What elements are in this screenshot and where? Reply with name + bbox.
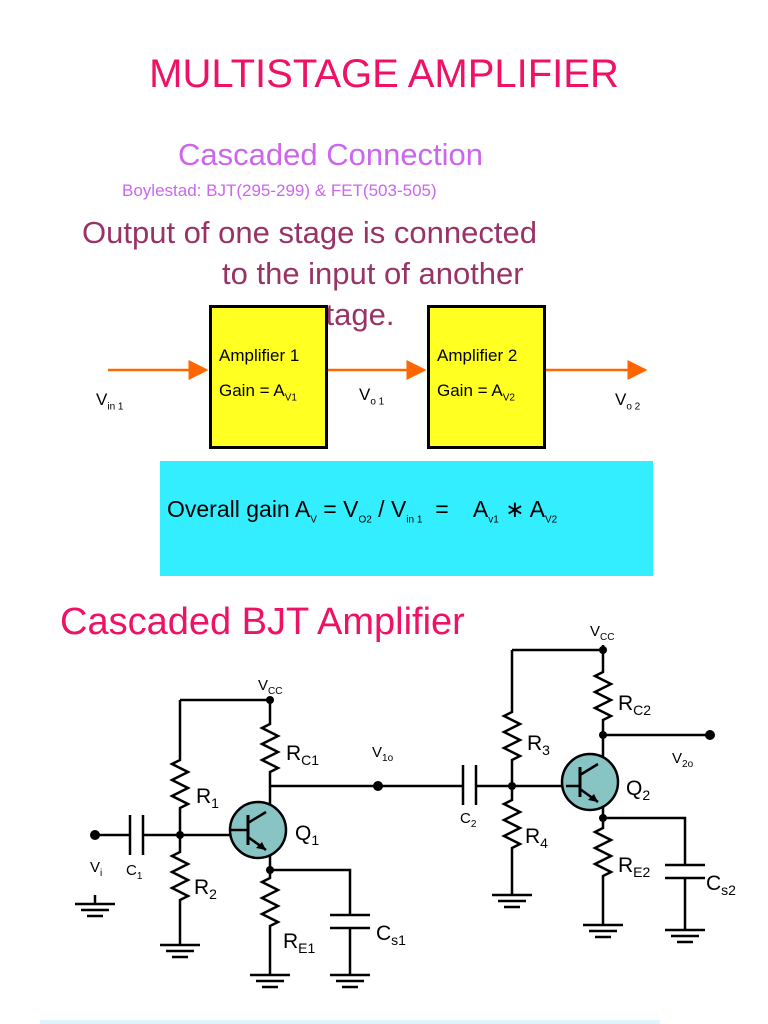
amplifier-2-block: Amplifier 2 Gain = AV2 <box>427 305 546 449</box>
q2-label: Q2 <box>626 777 650 803</box>
rc2-resistor <box>592 665 614 735</box>
junction-dot <box>508 782 516 790</box>
overall-gain-box: Overall gain AV = VO2 / Vin 1 = Av1 ∗ AV… <box>160 461 653 576</box>
r2-label: R2 <box>194 876 217 902</box>
junction-dot <box>176 831 184 839</box>
junction-dot <box>599 731 607 739</box>
amplifier-1-block: Amplifier 1 Gain = AV1 <box>209 305 328 449</box>
r3-resistor <box>501 705 523 786</box>
ground-vi <box>75 895 115 918</box>
junction-dot <box>266 696 274 704</box>
v2o-terminal <box>705 730 715 740</box>
junction-dot <box>599 814 607 822</box>
cs1-capacitor <box>330 913 370 975</box>
amplifier-1-gain: Gain = AV1 <box>219 381 297 404</box>
stage1-base-wire <box>95 820 230 845</box>
vcc-label-stage2: VCC <box>590 623 614 643</box>
v2o-label: V2o <box>672 750 694 770</box>
c2-capacitor <box>461 765 478 805</box>
junction-dot <box>266 866 274 874</box>
r3-label: R3 <box>527 732 550 758</box>
q1-transistor <box>228 800 288 860</box>
stage1-vcc-wire <box>178 698 272 755</box>
q1-collector-wire <box>255 784 463 820</box>
cs1-label: Cs1 <box>376 922 406 948</box>
ground-cs2 <box>665 928 705 944</box>
vcc-label-stage1: VCC <box>258 677 282 697</box>
amplifier-1-name: Amplifier 1 <box>219 346 300 365</box>
page-title: MULTISTAGE AMPLIFIER <box>149 52 619 96</box>
r1-resistor <box>169 755 191 820</box>
cs2-capacitor <box>665 863 705 930</box>
rc1-resistor <box>259 718 281 786</box>
stage2-vcc-wire <box>510 645 605 705</box>
description-line-2: to the input of another <box>222 256 524 291</box>
vi-label: Vi <box>90 859 102 879</box>
description-line-1: Output of one stage is connected <box>82 215 537 250</box>
r1-label: R1 <box>196 785 219 811</box>
v1o-label: V1o <box>372 744 394 764</box>
ground-r4 <box>492 893 532 909</box>
vi-terminal <box>90 830 100 840</box>
amplifier-2-name: Amplifier 2 <box>437 346 518 365</box>
circuit-title: Cascaded BJT Amplifier <box>60 601 465 643</box>
ground-re2 <box>583 923 623 939</box>
ground-cs1 <box>330 973 370 989</box>
q1-label: Q1 <box>295 822 319 848</box>
rc1-label: RC1 <box>286 742 319 768</box>
ground-r2 <box>160 943 200 959</box>
r4-resistor <box>501 786 523 895</box>
re1-label: RE1 <box>283 930 316 956</box>
v1o-node <box>373 781 383 791</box>
ground-re1 <box>250 973 290 989</box>
footer-divider <box>40 1020 660 1024</box>
output-signal-label: Vo 2 <box>615 390 641 413</box>
c1-label: C1 <box>126 862 143 882</box>
c1-capacitor <box>128 815 145 855</box>
overall-gain-equation: Overall gain AV = VO2 / Vin 1 = Av1 ∗ AV… <box>167 496 558 526</box>
re2-resistor <box>592 818 614 925</box>
subtitle: Cascaded Connection <box>178 137 484 172</box>
reference-note: Boylestad: BJT(295-299) & FET(503-505) <box>122 181 437 200</box>
amplifier-2-gain: Gain = AV2 <box>437 381 515 404</box>
c2-label: C2 <box>460 810 477 830</box>
re2-label: RE2 <box>618 854 651 880</box>
junction-dot <box>599 646 607 654</box>
input-signal-label: Vin 1 <box>96 390 124 413</box>
re1-resistor <box>259 870 281 975</box>
rc2-label: RC2 <box>618 692 651 718</box>
r2-resistor <box>169 845 191 945</box>
intermediate-signal-label: Vo 1 <box>359 385 385 408</box>
cs2-label: Cs2 <box>706 872 736 898</box>
r4-label: R4 <box>525 825 548 851</box>
q2-transistor <box>560 752 620 812</box>
